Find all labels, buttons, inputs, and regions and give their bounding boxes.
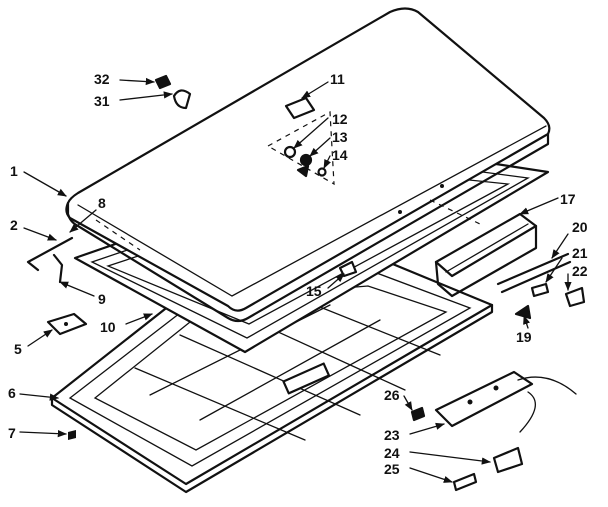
label-8: 8 [98,195,106,211]
label-7: 7 [8,425,16,441]
label-14: 14 [332,147,348,163]
knob-22 [564,286,586,308]
label-15: 15 [306,283,322,299]
label-22: 22 [572,263,588,279]
washer-14 [317,167,327,177]
label-24: 24 [384,445,400,461]
hinge-rod [26,236,74,272]
cabinet-liner [50,256,494,494]
hinge-cover [434,212,538,298]
part-21 [530,282,550,298]
label-12: 12 [332,111,348,127]
part-labels: 1 2 8 9 5 10 6 7 32 31 11 12 13 14 15 17… [8,71,588,477]
label-21: 21 [572,245,588,261]
label-13: 13 [332,129,348,145]
plug-25 [452,472,478,492]
label-19: 19 [516,329,532,345]
clip-19 [514,304,532,320]
screw-7 [68,430,76,440]
label-31: 31 [94,93,110,109]
label-17: 17 [560,191,576,207]
label-1: 1 [10,163,18,179]
label-2: 2 [10,217,18,233]
label-25: 25 [384,461,400,477]
screw-12 [283,145,297,159]
label-9: 9 [98,291,106,307]
label-20: 20 [572,219,588,235]
screw-32 [154,74,172,90]
screw-26 [410,406,426,422]
label-11: 11 [330,71,345,87]
label-26: 26 [384,387,400,403]
spring-13 [299,153,313,167]
connector-24 [492,446,524,474]
part-15 [338,260,358,278]
label-6: 6 [8,385,16,401]
leader-lines [19,77,572,483]
latch-plate [284,96,316,120]
control-bracket [434,370,577,433]
label-32: 32 [94,71,110,87]
label-10: 10 [100,319,116,335]
label-5: 5 [14,341,22,357]
rod-20 [496,252,570,286]
hinge-bracket-31 [172,89,192,110]
label-23: 23 [384,427,400,443]
